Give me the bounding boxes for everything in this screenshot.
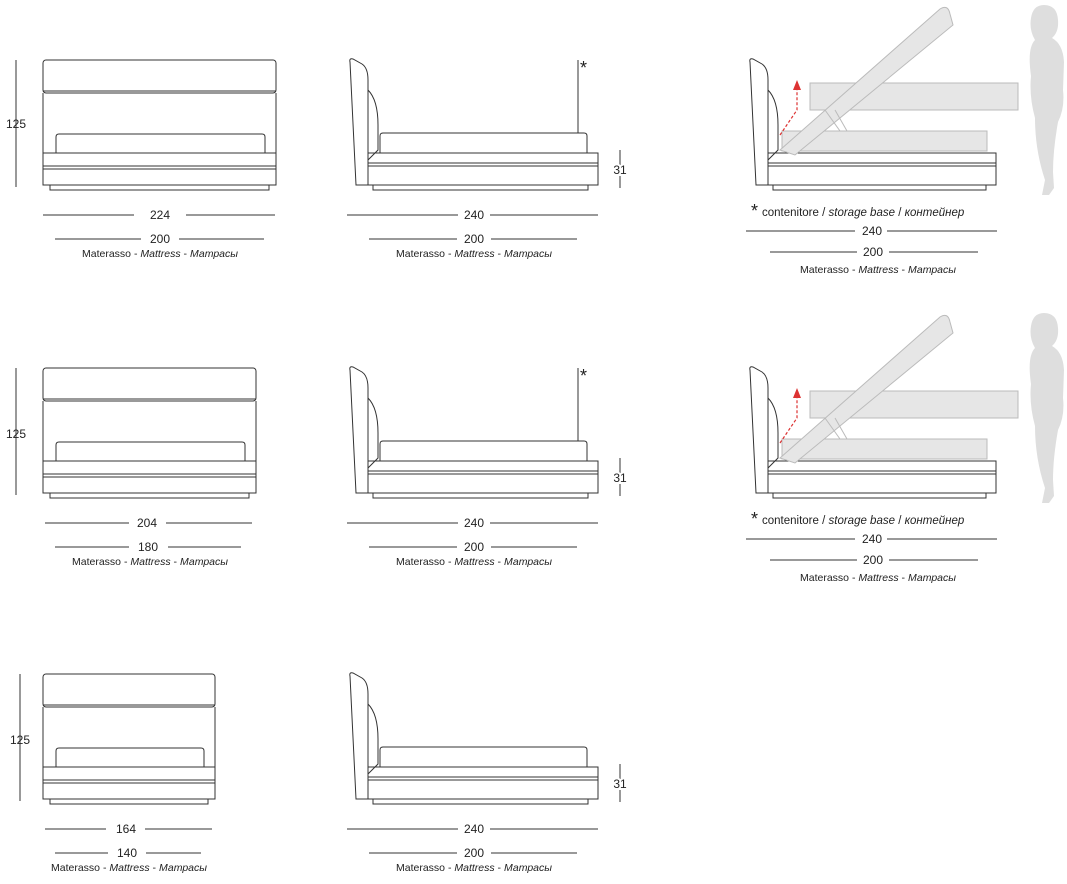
storage-lift-view-1: * contenitore / storage base / контейнер… xyxy=(746,5,1064,276)
mattress-width-label: 140 xyxy=(117,846,137,860)
lift-arrow-head xyxy=(793,80,801,90)
plinth xyxy=(49,492,250,499)
mattress-width-label: 200 xyxy=(150,232,170,246)
mattress-caption: Materasso - Mattress - Матрасы xyxy=(396,248,552,260)
bed-frame xyxy=(767,460,997,494)
mattress-length-label: 200 xyxy=(863,245,883,259)
bed-frame xyxy=(367,152,599,186)
height-label: 125 xyxy=(10,733,30,747)
mattress xyxy=(379,132,588,153)
side-view-3: 31 240 200 Materasso - Mattress - Матрас… xyxy=(347,672,629,874)
front-view-2: 125 204 180 Materasso - Mattress - Матра… xyxy=(6,367,257,568)
mattress-caption: Materasso - Mattress - Матрасы xyxy=(72,556,228,568)
height-label: 125 xyxy=(6,427,26,441)
length-label: 240 xyxy=(862,224,882,238)
mattress xyxy=(379,746,588,767)
bed-frame xyxy=(367,460,599,494)
storage-caption: contenitore / storage base / контейнер xyxy=(762,207,965,219)
plinth xyxy=(772,492,987,499)
headboard-profile xyxy=(349,366,369,494)
base-height-label: 31 xyxy=(613,777,627,791)
storage-asterisk: * xyxy=(580,58,587,78)
lifted-mattress-panel xyxy=(779,314,954,464)
mattress-caption: Materasso - Mattress - Матрасы xyxy=(396,862,552,874)
front-view-3: 125 164 140 Materasso - Mattress - Матра… xyxy=(10,673,216,874)
mattress-caption: Materasso - Mattress - Матрасы xyxy=(800,572,956,584)
storage-caption: contenitore / storage base / контейнер xyxy=(762,515,965,527)
mattress xyxy=(55,441,246,461)
mattress-length-label: 200 xyxy=(464,846,484,860)
plinth xyxy=(372,184,589,191)
side-view-1: * 31 240 200 Materasso - Mattress - Матр… xyxy=(347,58,629,260)
width-label: 224 xyxy=(150,208,170,222)
plinth xyxy=(772,184,987,191)
storage-asterisk: * xyxy=(751,509,758,529)
plinth xyxy=(49,798,209,805)
front-view-1: 125 224 200 Materasso - Mattress - Матра… xyxy=(6,59,277,260)
mattress-caption: Materasso - Mattress - Матрасы xyxy=(396,556,552,568)
human-silhouette xyxy=(1029,5,1064,195)
plinth xyxy=(372,492,589,499)
storage-asterisk: * xyxy=(751,201,758,221)
mattress-caption: Materasso - Mattress - Матрасы xyxy=(800,264,956,276)
bed-frame xyxy=(767,152,997,186)
lift-arrow xyxy=(779,394,798,444)
side-view-2: * 31 240 200 Materasso - Mattress - Матр… xyxy=(347,366,629,568)
base-height-label: 31 xyxy=(613,163,627,177)
length-label: 240 xyxy=(862,532,882,546)
lift-arrow xyxy=(779,86,798,136)
storage-compartment xyxy=(779,314,1019,464)
height-label: 125 xyxy=(6,117,26,131)
headboard-profile xyxy=(749,366,769,494)
plinth xyxy=(372,798,589,805)
headboard xyxy=(42,673,216,708)
bed-frame xyxy=(367,766,599,800)
headboard xyxy=(42,367,257,402)
base-height-label: 31 xyxy=(613,471,627,485)
mattress xyxy=(55,747,205,767)
width-label: 204 xyxy=(137,516,157,530)
mattress xyxy=(55,133,266,153)
mattress-length-label: 200 xyxy=(464,232,484,246)
lift-arrow-head xyxy=(793,388,801,398)
mattress-caption: Materasso - Mattress - Матрасы xyxy=(82,248,238,260)
storage-lift-view-2: * contenitore / storage base / контейнер… xyxy=(746,313,1064,584)
plinth xyxy=(49,184,270,191)
human-silhouette xyxy=(1029,313,1064,503)
storage-asterisk: * xyxy=(580,366,587,386)
length-label: 240 xyxy=(464,516,484,530)
mattress-length-label: 200 xyxy=(464,540,484,554)
lifted-mattress-panel xyxy=(779,6,954,156)
headboard xyxy=(42,59,277,94)
headboard-profile xyxy=(749,58,769,186)
length-label: 240 xyxy=(464,822,484,836)
storage-compartment xyxy=(779,6,1019,156)
mattress-width-label: 180 xyxy=(138,540,158,554)
length-label: 240 xyxy=(464,208,484,222)
headboard-profile xyxy=(349,672,369,800)
mattress-caption: Materasso - Mattress - Матрасы xyxy=(51,862,207,874)
width-label: 164 xyxy=(116,822,136,836)
mattress xyxy=(379,440,588,461)
mattress-length-label: 200 xyxy=(863,553,883,567)
headboard-profile xyxy=(349,58,369,186)
